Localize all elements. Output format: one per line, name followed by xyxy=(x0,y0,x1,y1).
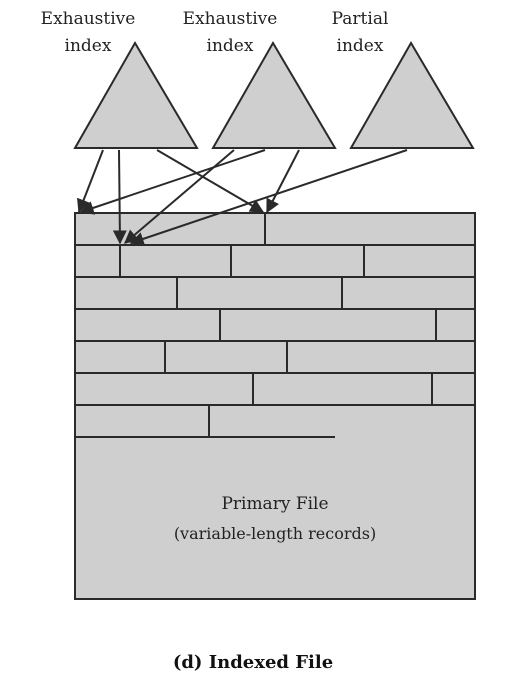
pointer-arrow xyxy=(77,149,104,214)
index-label-line: Exhaustive xyxy=(40,9,136,29)
index-label-2: Exhaustive index xyxy=(170,6,290,60)
index-label-line: Partial xyxy=(331,9,389,29)
primary-file-title: Primary File xyxy=(221,494,329,514)
index-label-line: index xyxy=(206,36,254,56)
primary-file-subtitle: (variable-length records) xyxy=(173,524,377,543)
pointer-arrow xyxy=(79,149,266,215)
index-triangle-3 xyxy=(349,41,475,149)
figure-caption: (d) Indexed File xyxy=(172,652,334,673)
pointer-arrow xyxy=(112,149,127,245)
record-rows xyxy=(75,244,475,438)
index-label-3: Partial index xyxy=(300,6,420,60)
index-pointers xyxy=(77,149,408,246)
index-triangle-1 xyxy=(73,41,199,149)
pointer-arrow xyxy=(129,149,408,246)
index-label-line: index xyxy=(64,36,112,56)
pointer-arrow xyxy=(156,149,265,213)
index-label-line: Exhaustive xyxy=(182,9,278,29)
index-label-line: index xyxy=(336,36,384,56)
index-triangle-2 xyxy=(211,41,337,149)
pointer-arrow xyxy=(266,149,300,214)
index-label-1: Exhaustive index xyxy=(28,6,148,60)
pointer-arrow xyxy=(123,149,235,244)
record-boundaries xyxy=(119,213,437,437)
